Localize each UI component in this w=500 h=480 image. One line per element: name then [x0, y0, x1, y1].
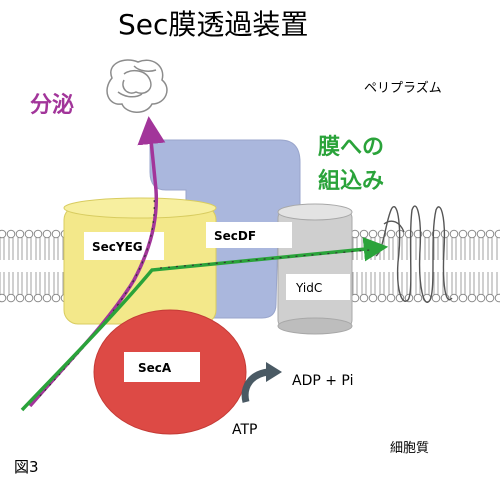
lipid-head	[42, 229, 52, 239]
secretion-label: 分泌	[30, 92, 74, 118]
yidc-bottom	[277, 317, 353, 335]
lipid-head	[467, 293, 477, 303]
lipid-head	[24, 293, 34, 303]
lipid-head	[458, 293, 468, 303]
yidc-top	[277, 203, 353, 221]
lipid-head	[377, 293, 387, 303]
lipid-head	[0, 293, 7, 303]
yidc-label: YidC	[295, 281, 322, 295]
lipid-head	[476, 293, 486, 303]
seca-label-box	[124, 352, 200, 382]
folded-protein-icon	[106, 59, 168, 113]
diagram-title: Sec膜透過装置	[118, 8, 308, 41]
lipid-head	[15, 229, 25, 239]
lipid-head	[386, 293, 396, 303]
secretion-chain-dots	[39, 195, 155, 397]
lipid-head	[33, 293, 43, 303]
lipid-head	[24, 229, 34, 239]
lipid-head	[467, 229, 477, 239]
lipid-head	[42, 293, 52, 303]
membrane-protein-helix-icon	[375, 205, 453, 303]
insertion-path	[20, 237, 389, 412]
figure-label: 図3	[14, 458, 39, 476]
cytoplasm-label: 細胞質	[390, 441, 429, 456]
yidc-label-box	[286, 274, 350, 300]
secyeg-top	[63, 197, 217, 219]
lipid-head	[51, 293, 61, 303]
insertion-label-line2: 組込み	[318, 168, 384, 194]
lipid-head	[431, 293, 441, 303]
lipid-head	[422, 229, 432, 239]
lipid-head	[413, 293, 423, 303]
lipid-head	[359, 293, 369, 303]
secdf-label: SecDF	[214, 229, 256, 243]
adp-pi-label: ADP + Pi	[292, 373, 353, 389]
lipid-head	[51, 229, 61, 239]
lipid-head	[6, 229, 16, 239]
lipid-head	[485, 293, 495, 303]
lipid-head	[494, 229, 500, 239]
atp-to-adp-arrow	[241, 368, 269, 403]
periplasm-label: ペリプラズム	[364, 80, 442, 96]
atp-arrowhead	[266, 362, 282, 382]
lipid-head	[368, 293, 378, 303]
lipid-head	[458, 229, 468, 239]
lipid-head	[368, 229, 378, 239]
lipid-head	[494, 293, 500, 303]
insertion-label-line1: 膜への	[318, 135, 384, 160]
lipid-head	[6, 293, 16, 303]
lipid-head	[476, 229, 486, 239]
insertion-chain-dots	[159, 249, 371, 269]
lipid-head	[33, 229, 43, 239]
lipid-head	[449, 229, 459, 239]
lipid-head	[485, 229, 495, 239]
lipid-head	[386, 229, 396, 239]
lipid-head	[404, 229, 414, 239]
atp-label: ATP	[232, 422, 257, 438]
secdf-label-box	[206, 222, 292, 248]
lipid-head	[359, 229, 369, 239]
lipid-head	[449, 293, 459, 303]
seca-label: SecA	[138, 361, 172, 375]
secyeg-label: SecYEG	[92, 240, 143, 254]
lipid-head	[0, 229, 7, 239]
lipid-head	[15, 293, 25, 303]
